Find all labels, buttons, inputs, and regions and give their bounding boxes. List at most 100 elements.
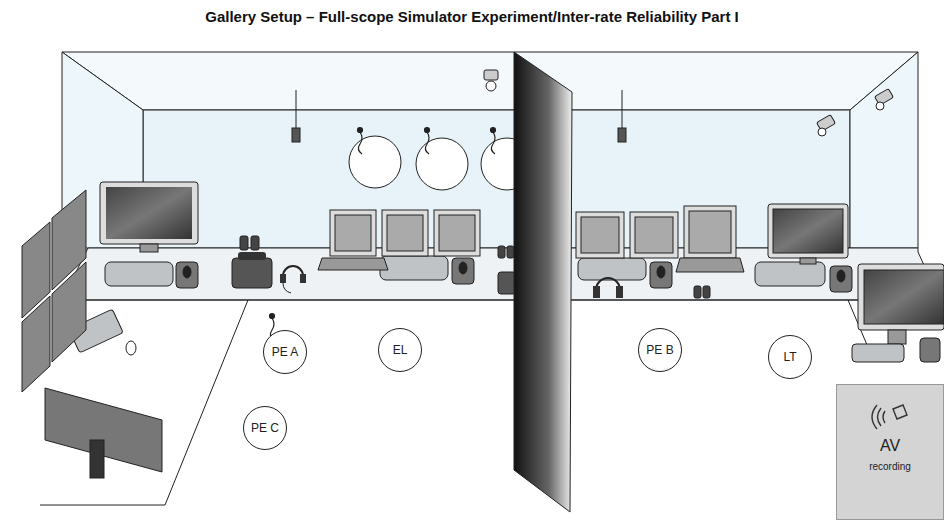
laptops-and-screens-part	[684, 206, 736, 258]
laptops-and-screens-part	[888, 330, 906, 344]
laptops-and-screens-part	[581, 217, 619, 253]
phone-and-headset-part	[283, 283, 291, 293]
desk-part	[40, 505, 165, 506]
keyboards-part	[578, 258, 646, 280]
phone-and-headset-part	[300, 274, 306, 283]
laptops-and-screens-part	[920, 338, 940, 362]
keyboards-part	[380, 256, 448, 280]
box-heading: AV	[837, 437, 943, 455]
role-label: EL	[393, 343, 408, 357]
laptops-and-screens-part	[689, 211, 731, 253]
ceiling-lights-part	[622, 90, 623, 128]
mice-part	[657, 266, 665, 278]
ceiling-lights	[292, 90, 626, 142]
microphones-part	[491, 132, 495, 154]
role-label: PE C	[251, 421, 279, 435]
microphones	[270, 128, 496, 341]
binoculars-part	[251, 236, 259, 250]
microphones-part	[425, 128, 430, 133]
desk-part	[62, 300, 940, 301]
microphones-part	[358, 128, 363, 133]
wall-screens	[22, 190, 86, 392]
role-label: LT	[783, 350, 796, 364]
desk	[40, 248, 940, 505]
mice	[126, 258, 852, 355]
keyboards	[69, 256, 825, 353]
left-monitor	[100, 182, 198, 252]
wall-clocks-part	[416, 138, 468, 190]
cameras-part	[486, 81, 496, 91]
role-label: PE A	[272, 345, 299, 359]
keyboards-part	[105, 262, 173, 286]
wall-clocks	[349, 136, 533, 190]
room-walls-part	[850, 52, 918, 248]
laptops-and-screens-part	[335, 215, 371, 251]
microphones-part	[358, 132, 362, 154]
speaker-icon	[871, 403, 911, 437]
mice-part	[452, 258, 474, 284]
mice-part	[126, 341, 136, 355]
phone-and-headset-part	[232, 258, 272, 288]
laptops-and-screens-part	[439, 215, 475, 251]
cameras-part	[876, 102, 884, 110]
person-circle: LT	[768, 335, 812, 379]
binoculars-part	[498, 246, 505, 258]
speaker-icon-part	[872, 405, 907, 429]
monitor-back	[45, 388, 162, 478]
mice-part	[183, 266, 191, 278]
laptops-and-screens-part	[800, 258, 816, 264]
room-walls-part	[62, 52, 918, 110]
laptops-and-screens-part	[852, 344, 904, 362]
mice-part	[459, 262, 467, 274]
binoculars-part	[703, 286, 710, 298]
left-monitor-part	[100, 182, 198, 244]
laptops-and-screens-part	[676, 258, 744, 272]
phone-and-headset-part	[616, 286, 623, 298]
laptops-and-screens-part	[434, 210, 480, 256]
cameras-part	[818, 128, 826, 136]
binoculars-part	[694, 286, 701, 298]
mice-part	[176, 262, 198, 288]
laptops-and-screens-part	[576, 212, 624, 258]
mice-part	[650, 262, 672, 288]
desk-part	[165, 300, 248, 505]
recording-box: AV recording	[836, 384, 944, 520]
laptops-and-screens-part	[858, 264, 944, 330]
wall-screens-part	[22, 296, 50, 392]
microphones-part	[425, 132, 429, 154]
person-circle: PE A	[263, 330, 307, 374]
microphones-part	[270, 314, 275, 319]
ceiling-lights-part	[618, 128, 626, 142]
left-monitor-part	[106, 187, 192, 239]
person-circle: PE C	[243, 406, 287, 450]
left-monitor-part	[140, 244, 158, 252]
role-label: PE B	[646, 343, 673, 357]
ceiling-lights-part	[292, 128, 300, 142]
phone-and-headset-part	[593, 286, 600, 298]
laptops-and-screens-part	[330, 210, 376, 256]
binoculars-part	[507, 246, 514, 258]
laptops-and-screens-part	[773, 209, 843, 253]
laptops-and-screens-part	[630, 212, 678, 258]
microphones-part	[491, 128, 496, 133]
binoculars-part	[240, 236, 248, 250]
person-circle: PE B	[638, 328, 682, 372]
diagram-title: Gallery Setup – Full-scope Simulator Exp…	[0, 8, 944, 25]
monitor-back-part	[90, 440, 104, 478]
laptops-and-screens-part	[635, 217, 673, 253]
cameras-part	[484, 70, 498, 80]
laptops-and-screens-part	[318, 258, 388, 270]
room-walls-part	[143, 110, 850, 248]
box-caption: recording	[837, 461, 943, 472]
keyboards-part	[755, 262, 825, 286]
mice-part	[830, 266, 852, 292]
laptops-and-screens-part	[768, 204, 848, 258]
ceiling-lights-part	[296, 90, 297, 128]
laptops-and-screens-part	[864, 270, 944, 324]
wall-clocks-part	[349, 136, 401, 188]
laptops-and-screens-part	[382, 210, 428, 256]
person-circle: EL	[378, 328, 422, 372]
room-divider	[514, 52, 572, 512]
